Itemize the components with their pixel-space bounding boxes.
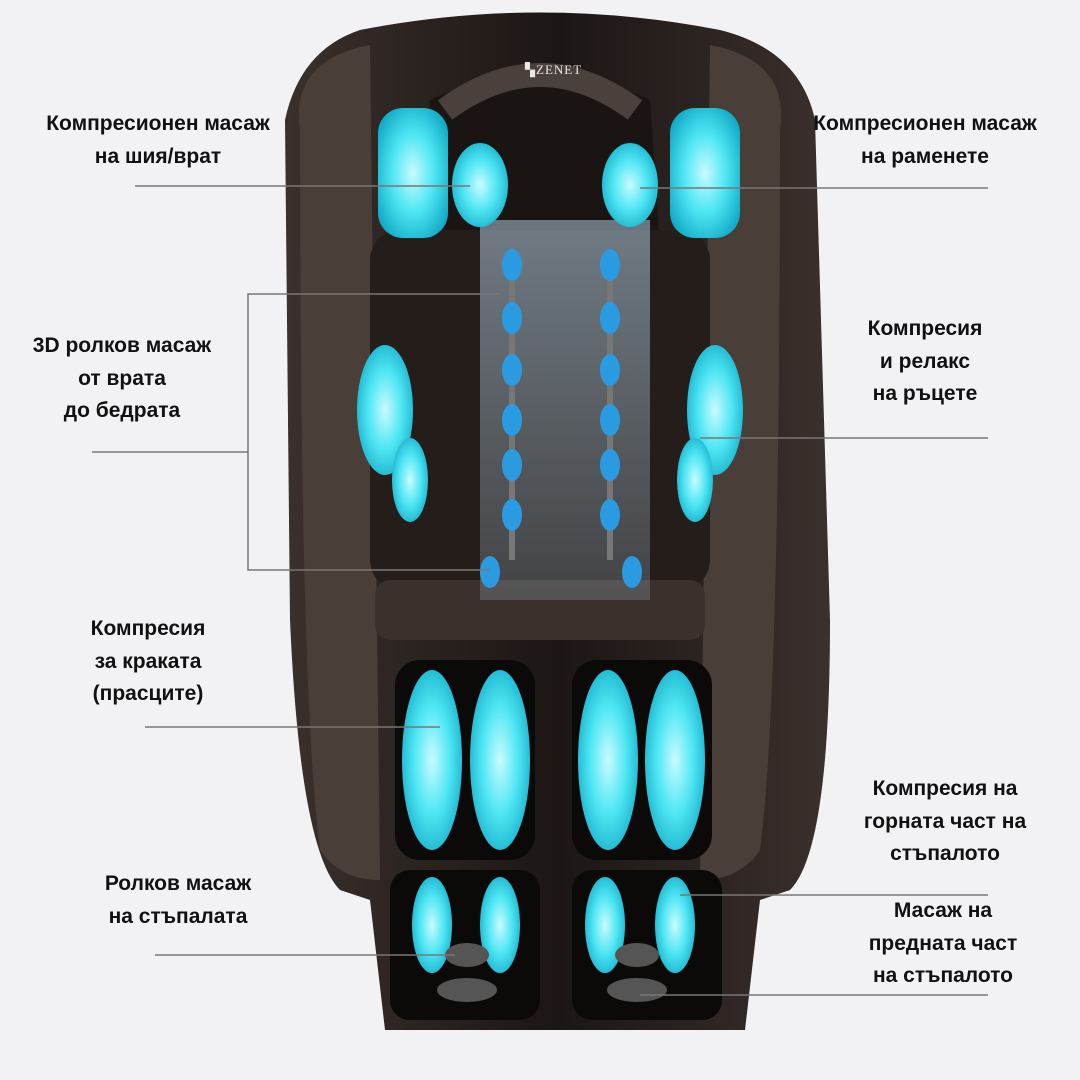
label-foot-front-massage: Масаж на предната част на стъпалото [869, 895, 1018, 993]
leader-lines [92, 185, 988, 996]
label-arm-compression: Компресия и релакс на ръцете [868, 313, 983, 411]
neck-pads [378, 108, 740, 238]
label-line: Масаж на [893, 899, 993, 922]
arm-pads [357, 345, 743, 522]
label-3d-rollers: 3D ролков масаж от врата до бедрата [33, 330, 211, 428]
label-line: горната част на [863, 809, 1027, 833]
foot-pads [412, 877, 695, 1002]
label-shoulder-massage: Компресионен масаж на раменете [813, 108, 1037, 173]
label-line: на шия/врат [94, 144, 222, 168]
label-foot-rollers: Ролков масаж на стъпалата [105, 868, 251, 933]
label-line: (прасците) [92, 682, 204, 705]
label-line: стъпалото [890, 842, 1000, 865]
roller-tracks [480, 249, 642, 588]
label-line: Компресионен масаж [46, 112, 270, 135]
label-line: до бедрата [63, 399, 181, 422]
label-line: 3D ролков масаж [32, 334, 212, 357]
label-neck-massage: Компресионен масаж на шия/врат [46, 108, 270, 173]
label-line: за краката [94, 649, 202, 673]
brand-logo: ▚ZENET [524, 61, 582, 78]
label-line: Компресия на [872, 777, 1018, 800]
label-line: Ролков масаж [104, 872, 252, 895]
label-line: от врата [78, 366, 166, 390]
label-line: Компресионен масаж [813, 112, 1037, 135]
label-line: Компресия [90, 617, 206, 640]
chair-body [285, 12, 830, 1030]
label-calf-compression: Компресия за краката (прасците) [91, 613, 206, 711]
label-line: на стъпалото [872, 964, 1014, 987]
label-line: на стъпалата [108, 904, 248, 928]
label-line: предната част [868, 931, 1018, 955]
label-line: Компресия [867, 317, 983, 340]
label-line: на раменете [861, 144, 989, 168]
label-foot-top-compression: Компресия на горната част на стъпалото [864, 773, 1026, 871]
label-line: и релакс [879, 349, 971, 373]
label-line: на ръцете [872, 382, 978, 405]
calf-pads [402, 670, 705, 850]
